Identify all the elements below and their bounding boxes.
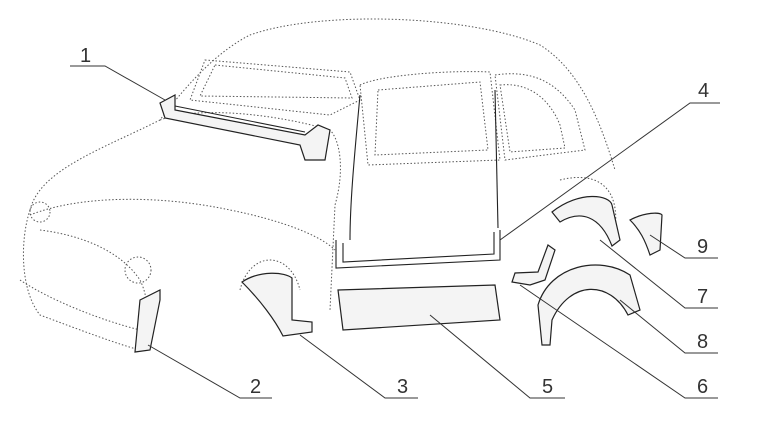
callout-1: 1	[80, 45, 91, 67]
callout-5: 5	[542, 376, 553, 398]
part-6-corner-bracket	[511, 244, 556, 286]
part-7-wheel-arch-upper	[551, 195, 621, 247]
callout-6: 6	[697, 376, 708, 398]
car-body-outline	[19, 18, 617, 351]
callout-labels: 1 2 3 4 5 6 7 8 9	[80, 45, 709, 398]
callout-2: 2	[250, 376, 261, 398]
callout-3: 3	[397, 376, 408, 398]
callout-9: 9	[697, 236, 708, 258]
part-9-small-bracket	[629, 212, 663, 256]
part-1-windscreen-panel	[159, 94, 331, 161]
callout-leaders	[70, 65, 720, 399]
part-8-wheel-arch	[537, 264, 641, 346]
part-5-sill-panel	[337, 284, 501, 331]
part-4-door-seal	[335, 89, 501, 269]
part-3-rear-wing-section	[241, 272, 313, 337]
callout-8: 8	[697, 331, 708, 353]
callout-4: 4	[698, 80, 709, 102]
callout-7: 7	[697, 286, 708, 308]
part-2-front-wing-section	[134, 289, 161, 353]
